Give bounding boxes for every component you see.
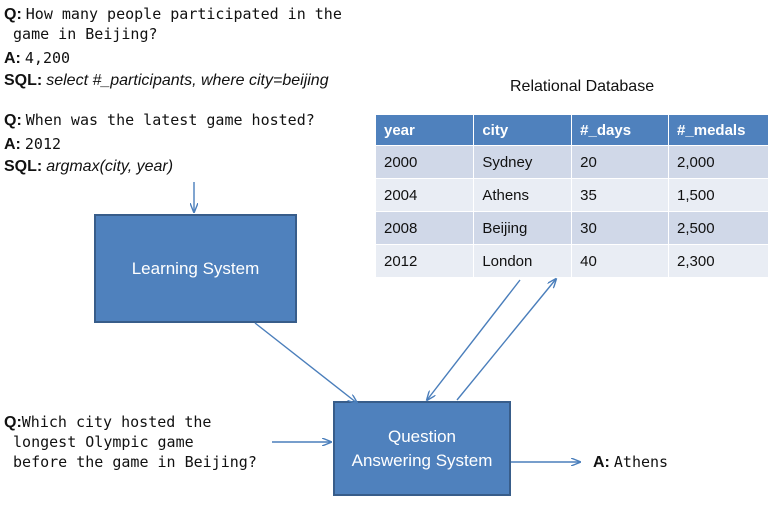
q2-text: When was the latest game hosted? bbox=[25, 111, 315, 129]
learning-system-box: Learning System bbox=[94, 214, 297, 323]
cell-medals: 2,300 bbox=[668, 244, 769, 277]
cell-days: 35 bbox=[571, 178, 670, 212]
question-1: Q: How many people participated in the g… bbox=[4, 4, 342, 44]
cell-medals: 2,000 bbox=[668, 145, 769, 179]
answer-2: A: 2012 bbox=[4, 134, 61, 154]
sql1-text: select #_participants, where city=beijin… bbox=[46, 72, 329, 89]
a2-label: A: bbox=[4, 136, 21, 153]
table-row: 2012 London 40 2,300 bbox=[376, 244, 769, 277]
cell-city: London bbox=[473, 244, 573, 277]
col-header-medals: #_medals bbox=[668, 115, 769, 146]
cell-city: Athens bbox=[473, 178, 573, 212]
q3-text: Which city hosted the longest Olympic ga… bbox=[13, 413, 257, 471]
col-header-city: city bbox=[473, 115, 573, 146]
sql1-label: SQL: bbox=[4, 72, 43, 89]
a2-text: 2012 bbox=[24, 135, 62, 153]
a1-label: A: bbox=[4, 50, 21, 67]
col-header-days: #_days bbox=[571, 115, 670, 146]
cell-medals: 1,500 bbox=[668, 178, 769, 212]
q2-label: Q: bbox=[4, 112, 22, 129]
sql-2: SQL: argmax(city, year) bbox=[4, 158, 173, 176]
table-row: 2008 Beijing 30 2,500 bbox=[376, 211, 769, 245]
q1-text: How many people participated in the game… bbox=[13, 5, 342, 43]
answer-3: A: Athens bbox=[593, 452, 668, 472]
sql2-text: argmax(city, year) bbox=[46, 158, 174, 175]
database-table: year city #_days #_medals 2000 Sydney 20… bbox=[376, 115, 769, 277]
question-3: Q:Which city hosted the longest Olympic … bbox=[4, 412, 257, 472]
question-2: Q: When was the latest game hosted? bbox=[4, 110, 315, 130]
sql-1: SQL: select #_participants, where city=b… bbox=[4, 72, 329, 90]
cell-year: 2004 bbox=[376, 178, 475, 212]
table-header-row: year city #_days #_medals bbox=[376, 115, 769, 146]
database-title: Relational Database bbox=[510, 78, 655, 95]
cell-city: Beijing bbox=[473, 211, 573, 245]
cell-medals: 2,500 bbox=[668, 211, 769, 245]
cell-days: 30 bbox=[571, 211, 670, 245]
answer-1: A: 4,200 bbox=[4, 48, 70, 68]
arrow-learning-to-qa bbox=[254, 322, 357, 403]
cell-year: 2012 bbox=[376, 244, 475, 277]
sql2-label: SQL: bbox=[4, 158, 43, 175]
q3-label: Q: bbox=[4, 414, 22, 431]
q1-label: Q: bbox=[4, 6, 22, 23]
arrow-qa-to-db bbox=[456, 279, 556, 401]
cell-year: 2000 bbox=[376, 145, 475, 179]
a3-text: Athens bbox=[613, 453, 669, 471]
a1-text: 4,200 bbox=[24, 49, 71, 67]
cell-days: 20 bbox=[571, 145, 670, 179]
cell-year: 2008 bbox=[376, 211, 475, 245]
table-row: 2004 Athens 35 1,500 bbox=[376, 178, 769, 212]
arrow-db-to-qa bbox=[427, 279, 521, 400]
cell-city: Sydney bbox=[473, 145, 573, 179]
qa-system-box: Question Answering System bbox=[333, 401, 511, 496]
col-header-year: year bbox=[376, 115, 475, 146]
cell-days: 40 bbox=[571, 244, 670, 277]
table-row: 2000 Sydney 20 2,000 bbox=[376, 145, 769, 179]
a3-label: A: bbox=[593, 454, 610, 471]
